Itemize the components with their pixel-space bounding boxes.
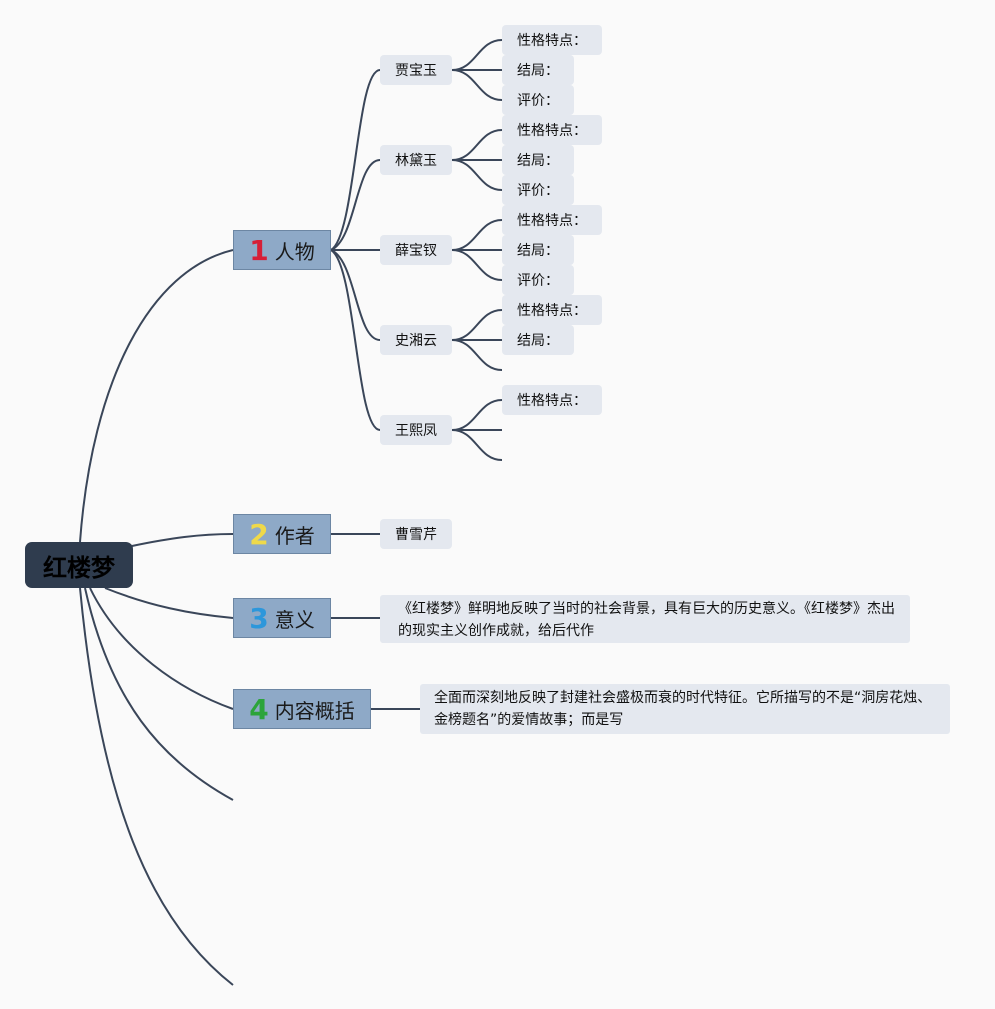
link-characters-jiabaoyu — [330, 69, 381, 251]
trait-leaf[interactable]: 性格特点： — [502, 385, 602, 415]
summary-text: 全面而深刻地反映了封建社会盛极而衰的时代特征。它所描写的不是“洞房花烛、金榜题名… — [434, 690, 932, 728]
link-root-significance — [104, 587, 234, 619]
branch-number: 3 — [249, 601, 269, 635]
trait-leaf[interactable]: 性格特点： — [502, 295, 602, 325]
link-root-summary — [89, 587, 234, 710]
author-node[interactable]: 曹雪芹 — [380, 519, 452, 549]
character-name: 王熙凤 — [395, 423, 437, 439]
trait-leaf[interactable]: 评价： — [502, 85, 574, 115]
branch-significance[interactable]: 3 意义 — [233, 598, 331, 638]
character-node[interactable]: 薛宝钗 — [380, 235, 452, 265]
link-characters-lindaiyu — [330, 159, 381, 251]
trait-leaf[interactable]: 结局： — [502, 325, 574, 355]
character-node[interactable]: 史湘云 — [380, 325, 452, 355]
trait-label: 结局： — [517, 333, 559, 349]
branch-label: 人物 — [274, 239, 315, 264]
trait-leaf[interactable]: 结局： — [502, 55, 574, 85]
character-name: 林黛玉 — [395, 153, 437, 169]
trait-label: 性格特点： — [517, 393, 587, 409]
trait-leaf[interactable]: 结局： — [502, 145, 574, 175]
character-name: 贾宝玉 — [395, 63, 437, 79]
trait-leaf[interactable]: 评价： — [502, 175, 574, 205]
branch-number: 4 — [249, 692, 269, 726]
link-root-author — [131, 533, 234, 547]
character-name: 薛宝钗 — [395, 243, 437, 259]
author-name: 曹雪芹 — [395, 527, 437, 543]
trait-label: 评价： — [517, 93, 559, 109]
link-root-characters — [79, 249, 234, 543]
link-characters-shixiangyun — [330, 249, 381, 341]
branch-label: 意义 — [274, 607, 315, 632]
link-characters-wangxifeng — [330, 249, 381, 431]
trait-label: 性格特点： — [517, 123, 587, 139]
link-root-empty-2 — [79, 587, 234, 986]
trait-label: 性格特点： — [517, 33, 587, 49]
trait-leaf[interactable]: 结局： — [502, 235, 574, 265]
trait-leaf[interactable]: 性格特点： — [502, 25, 602, 55]
branch-number: 2 — [249, 517, 269, 551]
branch-author[interactable]: 2 作者 — [233, 514, 331, 554]
trait-label: 结局： — [517, 243, 559, 259]
trait-leaf[interactable]: 性格特点： — [502, 205, 602, 235]
root-node[interactable]: 红楼梦 — [25, 542, 133, 588]
trait-label: 评价： — [517, 273, 559, 289]
trait-leaf[interactable]: 性格特点： — [502, 115, 602, 145]
trait-leaf[interactable]: 评价： — [502, 265, 574, 295]
branch-label: 作者 — [274, 523, 315, 548]
significance-text-node[interactable]: 《红楼梦》鲜明地反映了当时的社会背景，具有巨大的历史意义。《红楼梦》杰出的现实主… — [380, 595, 910, 643]
trait-label: 性格特点： — [517, 213, 587, 229]
branch-summary[interactable]: 4 内容概括 — [233, 689, 371, 729]
branch-label: 内容概括 — [274, 698, 355, 723]
root-label: 红楼梦 — [43, 553, 115, 582]
branch-number: 1 — [249, 233, 269, 267]
character-node[interactable]: 贾宝玉 — [380, 55, 452, 85]
significance-text: 《红楼梦》鲜明地反映了当时的社会背景，具有巨大的历史意义。《红楼梦》杰出的现实主… — [398, 601, 895, 639]
trait-label: 结局： — [517, 63, 559, 79]
character-name: 史湘云 — [395, 333, 437, 349]
trait-label: 评价： — [517, 183, 559, 199]
character-node[interactable]: 林黛玉 — [380, 145, 452, 175]
link-root-empty-1 — [84, 587, 234, 801]
summary-text-node[interactable]: 全面而深刻地反映了封建社会盛极而衰的时代特征。它所描写的不是“洞房花烛、金榜题名… — [420, 684, 950, 734]
trait-label: 结局： — [517, 153, 559, 169]
character-node[interactable]: 王熙凤 — [380, 415, 452, 445]
branch-characters[interactable]: 1 人物 — [233, 230, 331, 270]
trait-label: 性格特点： — [517, 303, 587, 319]
